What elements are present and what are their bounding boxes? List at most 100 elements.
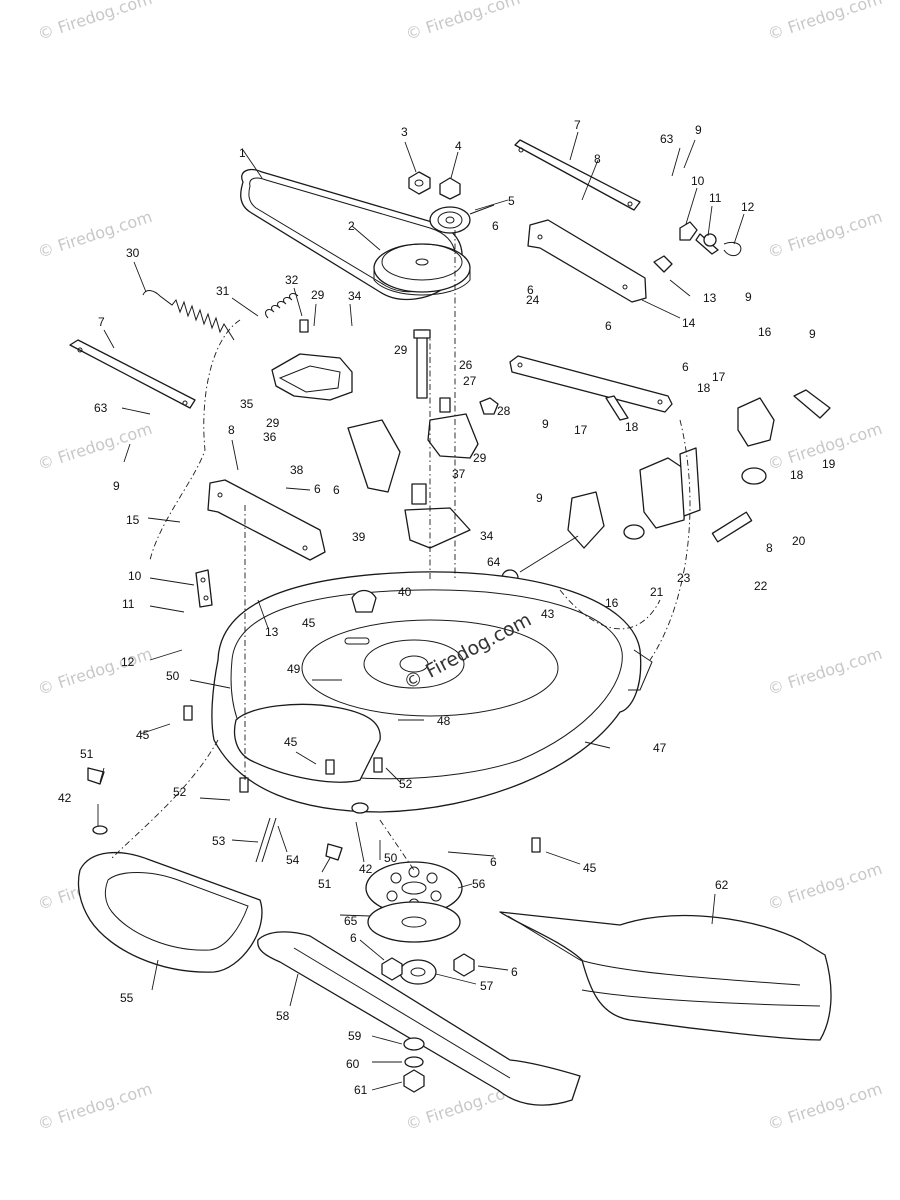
callout-label-23: 23 [677, 571, 691, 585]
callout-label-9: 9 [542, 417, 549, 431]
callout-label-15: 15 [126, 513, 140, 527]
callout-label-9: 9 [745, 290, 752, 304]
callout-label-22: 22 [754, 579, 768, 593]
watermark-text: © Firedog.com [35, 1079, 154, 1134]
callout-label-16: 16 [758, 325, 772, 339]
support-bar-right [514, 139, 641, 211]
watermark-text: © Firedog.com [35, 0, 154, 44]
callout-label-20: 20 [792, 534, 806, 548]
callout-label-10: 10 [128, 569, 142, 583]
callout-label-9: 9 [809, 327, 816, 341]
idler-bracket [271, 353, 353, 401]
callout-label-24: 24 [526, 293, 540, 307]
tension-spring [142, 290, 235, 341]
callout-label-50: 50 [166, 669, 180, 683]
callout-label-42: 42 [58, 791, 72, 805]
callout-label-34: 34 [348, 289, 362, 303]
callout-label-6: 6 [314, 482, 321, 496]
mandrel-pulley [373, 243, 471, 293]
rear-bracket-left [207, 479, 326, 561]
callout-label-26: 26 [459, 358, 473, 372]
nut-4 [439, 177, 461, 200]
callout-label-9: 9 [113, 479, 120, 493]
callout-label-1: 1 [239, 146, 246, 160]
callout-label-30: 30 [126, 246, 140, 260]
callout-label-53: 53 [212, 834, 226, 848]
callout-label-4: 4 [455, 139, 462, 153]
callout-label-60: 60 [346, 1057, 360, 1071]
callout-label-62: 62 [715, 878, 729, 892]
callout-label-7: 7 [574, 118, 581, 132]
callout-label-2: 2 [348, 219, 355, 233]
callout-label-37: 37 [452, 467, 466, 481]
watermark-text: © Firedog.com [35, 419, 154, 474]
front-deflector-guard [77, 851, 263, 973]
callout-label-18: 18 [625, 420, 639, 434]
callout-label-40: 40 [398, 585, 412, 599]
callout-label-51: 51 [80, 747, 94, 761]
callout-label-17: 17 [712, 370, 726, 384]
callout-label-47: 47 [653, 741, 667, 755]
callout-label-58: 58 [276, 1009, 290, 1023]
callout-label-36: 36 [263, 430, 277, 444]
leader-lines [97, 131, 745, 1091]
callout-label-31: 31 [216, 284, 230, 298]
callout-label-49: 49 [287, 662, 301, 676]
callout-label-59: 59 [348, 1029, 362, 1043]
callout-label-13: 13 [265, 625, 279, 639]
callout-label-52: 52 [173, 785, 187, 799]
callout-label-45: 45 [284, 735, 298, 749]
callout-label-21: 21 [650, 585, 664, 599]
callout-label-32: 32 [285, 273, 299, 287]
callout-label-6: 6 [527, 283, 534, 297]
callout-label-8: 8 [228, 423, 235, 437]
callout-label-28: 28 [497, 404, 511, 418]
callout-label-12: 12 [741, 200, 755, 214]
callout-label-6: 6 [492, 219, 499, 233]
callout-label-3: 3 [401, 125, 408, 139]
callout-label-10: 10 [691, 174, 705, 188]
callout-label-45: 45 [302, 616, 316, 630]
callout-label-18: 18 [790, 468, 804, 482]
callout-label-54: 54 [286, 853, 300, 867]
mower-deck [211, 571, 642, 813]
callout-label-50: 50 [384, 851, 398, 865]
spindle-shaft [416, 329, 428, 399]
callout-label-16: 16 [605, 596, 619, 610]
watermark-text: © Firedog.com [765, 644, 884, 699]
watermark-text: © Firedog.com [765, 859, 884, 914]
callout-label-6: 6 [605, 319, 612, 333]
lift-arm-24 [509, 355, 673, 413]
callout-label-18: 18 [697, 381, 711, 395]
callout-label-6: 6 [490, 855, 497, 869]
spindle-bearing [399, 959, 437, 985]
callout-label-29: 29 [266, 416, 280, 430]
callout-label-9: 9 [695, 123, 702, 137]
callout-label-12: 12 [121, 655, 135, 669]
callout-label-6: 6 [350, 931, 357, 945]
callout-label-42: 42 [359, 862, 373, 876]
callout-label-8: 8 [766, 541, 773, 555]
callout-label-6: 6 [511, 965, 518, 979]
callout-label-52: 52 [399, 777, 413, 791]
support-bar-left [69, 339, 196, 409]
callout-label-48: 48 [437, 714, 451, 728]
callout-label-63: 63 [660, 132, 674, 146]
watermark-text: © Firedog.com [35, 644, 154, 699]
callout-label-14: 14 [682, 316, 696, 330]
callout-label-34: 34 [480, 529, 494, 543]
callout-label-45: 45 [136, 728, 150, 742]
side-discharge-chute [499, 911, 832, 1041]
callout-label-56: 56 [472, 877, 486, 891]
callout-label-61: 61 [354, 1083, 368, 1097]
callout-label-13: 13 [703, 291, 717, 305]
callout-label-11: 11 [122, 597, 135, 611]
callout-label-6: 6 [682, 360, 689, 374]
callout-label-55: 55 [120, 991, 134, 1005]
callout-label-64: 64 [487, 555, 501, 569]
callout-label-63: 63 [94, 401, 108, 415]
callout-label-39: 39 [352, 530, 366, 544]
callout-label-19: 19 [822, 457, 836, 471]
idler-pulley [429, 206, 471, 234]
callout-label-9: 9 [536, 491, 543, 505]
